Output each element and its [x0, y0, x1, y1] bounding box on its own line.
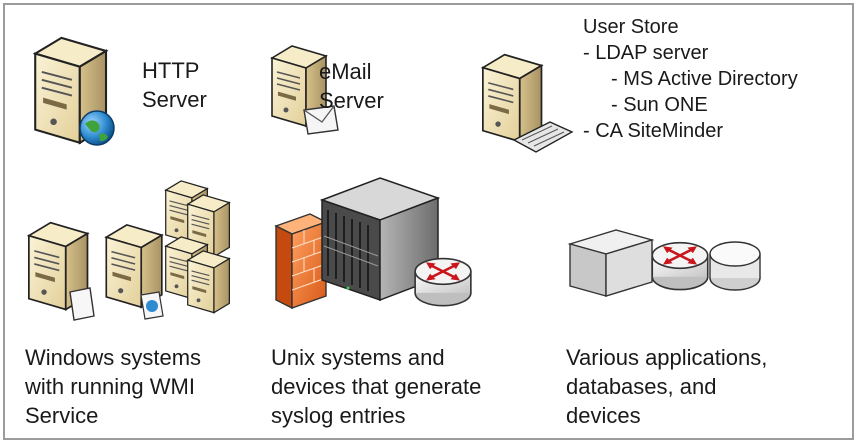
unix-systems-label: Unix systems and devices that generate s… — [271, 345, 482, 428]
router-icon — [410, 250, 476, 310]
email-server-group: eMail Server — [262, 40, 442, 160]
user-store-group: User Store - LDAP server - MS Active Dir… — [472, 10, 852, 170]
user-store-item: - CA SiteMinder — [583, 120, 724, 142]
keyboard-icon — [512, 121, 574, 153]
windows-systems-group: Windows systems with running WMI Service — [18, 176, 258, 436]
database-icon — [709, 241, 761, 291]
router-icon — [648, 234, 712, 294]
mail-icon — [303, 105, 339, 135]
firewall-icon — [274, 213, 328, 310]
globe-icon — [79, 110, 115, 146]
user-store-item: - MS Active Directory — [611, 68, 798, 90]
windows-systems-label: Windows systems with running WMI Service — [25, 345, 202, 428]
user-store-item: - LDAP server — [583, 42, 709, 64]
user-store-item: - Sun ONE — [611, 94, 708, 116]
unix-systems-group: Unix systems and devices that generate s… — [268, 176, 538, 436]
user-store-label: User Store - LDAP server - MS Active Dir… — [583, 14, 798, 144]
applications-group: Various applications, databases, and dev… — [560, 176, 850, 436]
http-server-group: HTTP Server — [22, 30, 242, 150]
ie-icon — [140, 291, 164, 320]
user-store-title: User Store — [583, 16, 679, 38]
server-icon — [180, 246, 234, 316]
email-server-label: eMail Server — [319, 59, 384, 113]
paper-icon — [69, 287, 95, 321]
http-server-label: HTTP Server — [142, 58, 207, 112]
appliance-icon — [567, 229, 655, 297]
applications-label: Various applications, databases, and dev… — [566, 345, 768, 428]
